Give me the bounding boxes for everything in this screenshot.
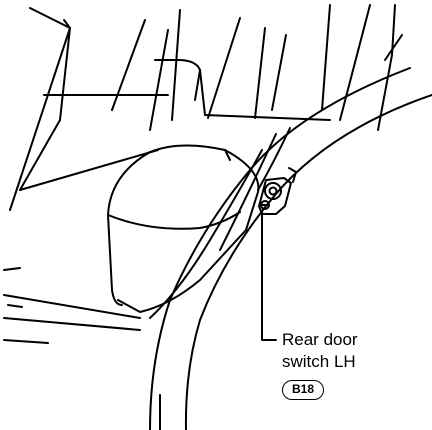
callout-leader-line — [261, 211, 277, 341]
rear-pillar — [171, 4, 403, 131]
rear-seat-cushion — [107, 144, 260, 313]
rear-door-switch — [258, 167, 297, 215]
callout-label-line1: Rear door — [282, 330, 358, 349]
callout-label-line2: switch LH — [282, 352, 356, 371]
rear-seatback — [9, 7, 206, 211]
door-switch-button — [264, 182, 282, 200]
rear-wheel-arch — [149, 67, 432, 430]
connector-code-badge: B18 — [282, 380, 324, 400]
